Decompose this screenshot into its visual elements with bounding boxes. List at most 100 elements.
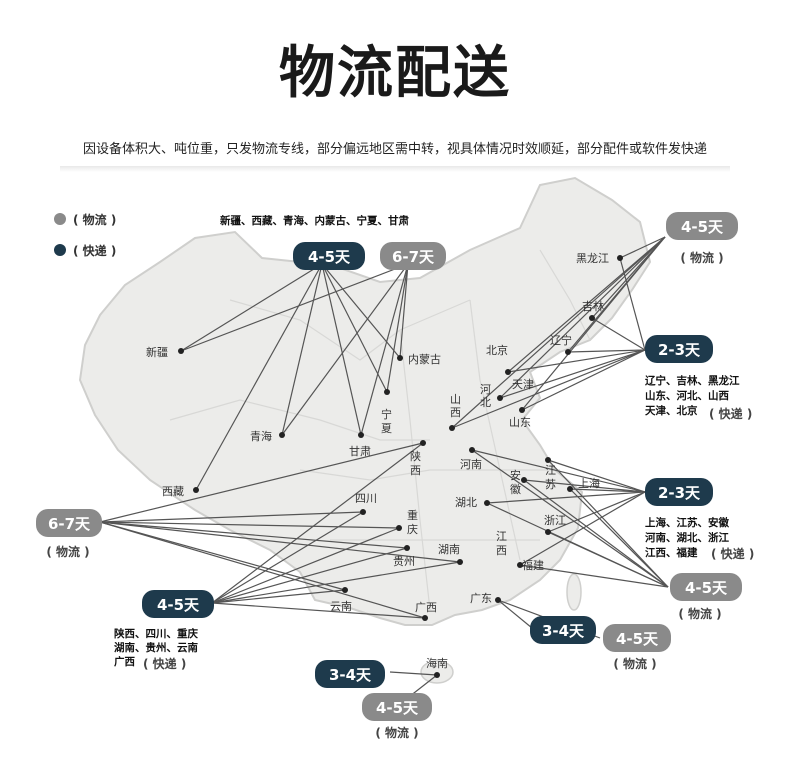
marker-beijing [505,369,511,375]
label-anhui-2: 徽 [510,482,521,496]
divider [60,166,730,172]
sw-list-2: 湖南、贵州、云南 [114,641,198,654]
label-hebei-1: 河 [480,383,491,396]
taiwan-island [566,573,582,611]
svg-text:4-5天: 4-5天 [376,699,419,717]
badge-hn-logistics: 4-5天 ( 物流 ) [362,693,432,740]
label-sichuan: 四川 [355,492,377,505]
route-lines [99,236,669,701]
svg-text:( 物流 ): ( 物流 ) [46,544,89,559]
north-list-1: 辽宁、吉林、黑龙江 [645,374,740,387]
north-express-label: ( 快递 ) [709,406,752,421]
marker-hubei [484,500,490,506]
east-list-2: 河南、湖北、浙江 [645,531,729,544]
badge-north-express: 2-3天 辽宁、吉林、黑龙江 山东、河北、山西 天津、北京 ( 快递 ) [645,335,752,421]
label-hebei-2: 北 [480,396,491,409]
svg-text:( 物流 ): ( 物流 ) [613,656,656,671]
label-guangxi: 广西 [415,601,437,614]
province-borders [169,249,591,611]
marker-qinghai [279,432,285,438]
svg-text:3-4天: 3-4天 [542,622,585,640]
badge-ne-logistics: 4-5天 ( 物流 ) [666,212,738,265]
badge-left-logistics: 6-7天 ( 物流 ) [36,509,102,559]
page-title: 物流配送 [279,41,511,106]
label-qinghai: 青海 [250,429,272,443]
province-markers [178,255,623,678]
badge-west-express: 4-5天 [293,242,365,270]
svg-text:( 物流 ): ( 物流 ) [678,606,721,621]
marker-anhui [521,477,527,483]
marker-hunan [457,559,463,565]
marker-hainan [434,672,440,678]
north-list-2: 山东、河北、山西 [645,389,729,402]
shipping-note: 因设备体积大、吨位重，只发物流专线，部分偏远地区需中转，视具体情况时效顺延，部分… [82,142,707,157]
svg-text:6-7天: 6-7天 [392,248,435,266]
marker-guangxi [422,615,428,621]
marker-sichuan [360,509,366,515]
label-jiangsu-1: 江 [545,464,556,477]
marker-henan [469,447,475,453]
east-express-label: ( 快递 ) [711,546,754,561]
label-shandong: 山东 [509,416,531,429]
label-fujian: 福建 [522,558,544,572]
marker-chongqing [396,525,402,531]
label-chongqing-2: 庆 [407,522,418,536]
label-guangdong: 广东 [470,592,492,605]
marker-jilin [589,315,595,321]
label-shanxi-2: 西 [450,406,461,419]
label-tianjin: 天津 [512,378,534,391]
china-outline [78,176,652,626]
label-gansu: 甘肃 [349,445,371,458]
east-list-1: 上海、江苏、安徽 [645,516,729,529]
label-liaoning: 辽宁 [550,333,572,347]
label-jilin: 吉林 [582,299,604,313]
sw-list-1: 陕西、四川、重庆 [114,627,198,640]
label-chongqing-1: 重 [407,508,418,522]
badge-gd-express: 3-4天 [530,616,596,644]
svg-text:4-5天: 4-5天 [308,248,351,266]
marker-hebei [497,395,503,401]
label-anhui-1: 安 [510,468,521,482]
marker-xinjiang [178,348,184,354]
marker-yunnan [342,587,348,593]
badge-sw-express: 4-5天 陕西、四川、重庆 湖南、贵州、云南 广西 ( 快递 ) [114,590,214,671]
label-beijing: 北京 [486,343,508,357]
label-shaanxi-1: 陕 [410,449,421,463]
svg-text:4-5天: 4-5天 [157,596,200,614]
marker-shanghai [567,486,573,492]
svg-text:( 物流 ): ( 物流 ) [375,725,418,740]
badge-west-logistics: 6-7天 [380,242,446,270]
svg-text:4-5天: 4-5天 [685,579,728,597]
label-neimenggu: 内蒙古 [408,352,441,366]
logistics-dot-icon [54,213,66,225]
marker-gansu [358,432,364,438]
svg-text:4-5天: 4-5天 [681,218,724,236]
label-hubei: 湖北 [455,496,477,509]
svg-text:2-3天: 2-3天 [658,484,701,502]
marker-neimenggu [397,355,403,361]
badge-gd-logistics: 4-5天 ( 物流 ) [603,624,671,671]
label-jiangxi-2: 西 [496,544,507,557]
label-yunnan: 云南 [330,600,352,613]
label-shaanxi-2: 西 [410,464,421,477]
svg-text:( 物流 ): ( 物流 ) [680,250,723,265]
express-dot-icon [54,244,66,256]
remote-regions-list: 新疆、西藏、青海、内蒙古、宁夏、甘肃 [220,214,409,227]
svg-text:3-4天: 3-4天 [329,666,372,684]
marker-heilongjiang [617,255,623,261]
marker-jiangsu [545,457,551,463]
label-heilongjiang: 黑龙江 [576,252,609,265]
sw-express-label: ( 快递 ) [143,656,186,671]
legend: ( 物流 ) ( 快递 ) 新疆、西藏、青海、内蒙古、宁夏、甘肃 [54,212,409,258]
label-ningxia-1: 宁 [381,407,392,421]
label-shanxi-1: 山 [450,393,461,406]
label-zhejiang: 浙江 [544,514,566,527]
marker-guangdong [495,597,501,603]
svg-text:6-7天: 6-7天 [48,515,91,533]
marker-zhejiang [545,529,551,535]
label-shanghai: 上海 [578,476,600,490]
marker-shandong [519,407,525,413]
label-jiangsu-2: 苏 [545,478,556,491]
marker-liaoning [565,349,571,355]
marker-shaanxi [420,440,426,446]
